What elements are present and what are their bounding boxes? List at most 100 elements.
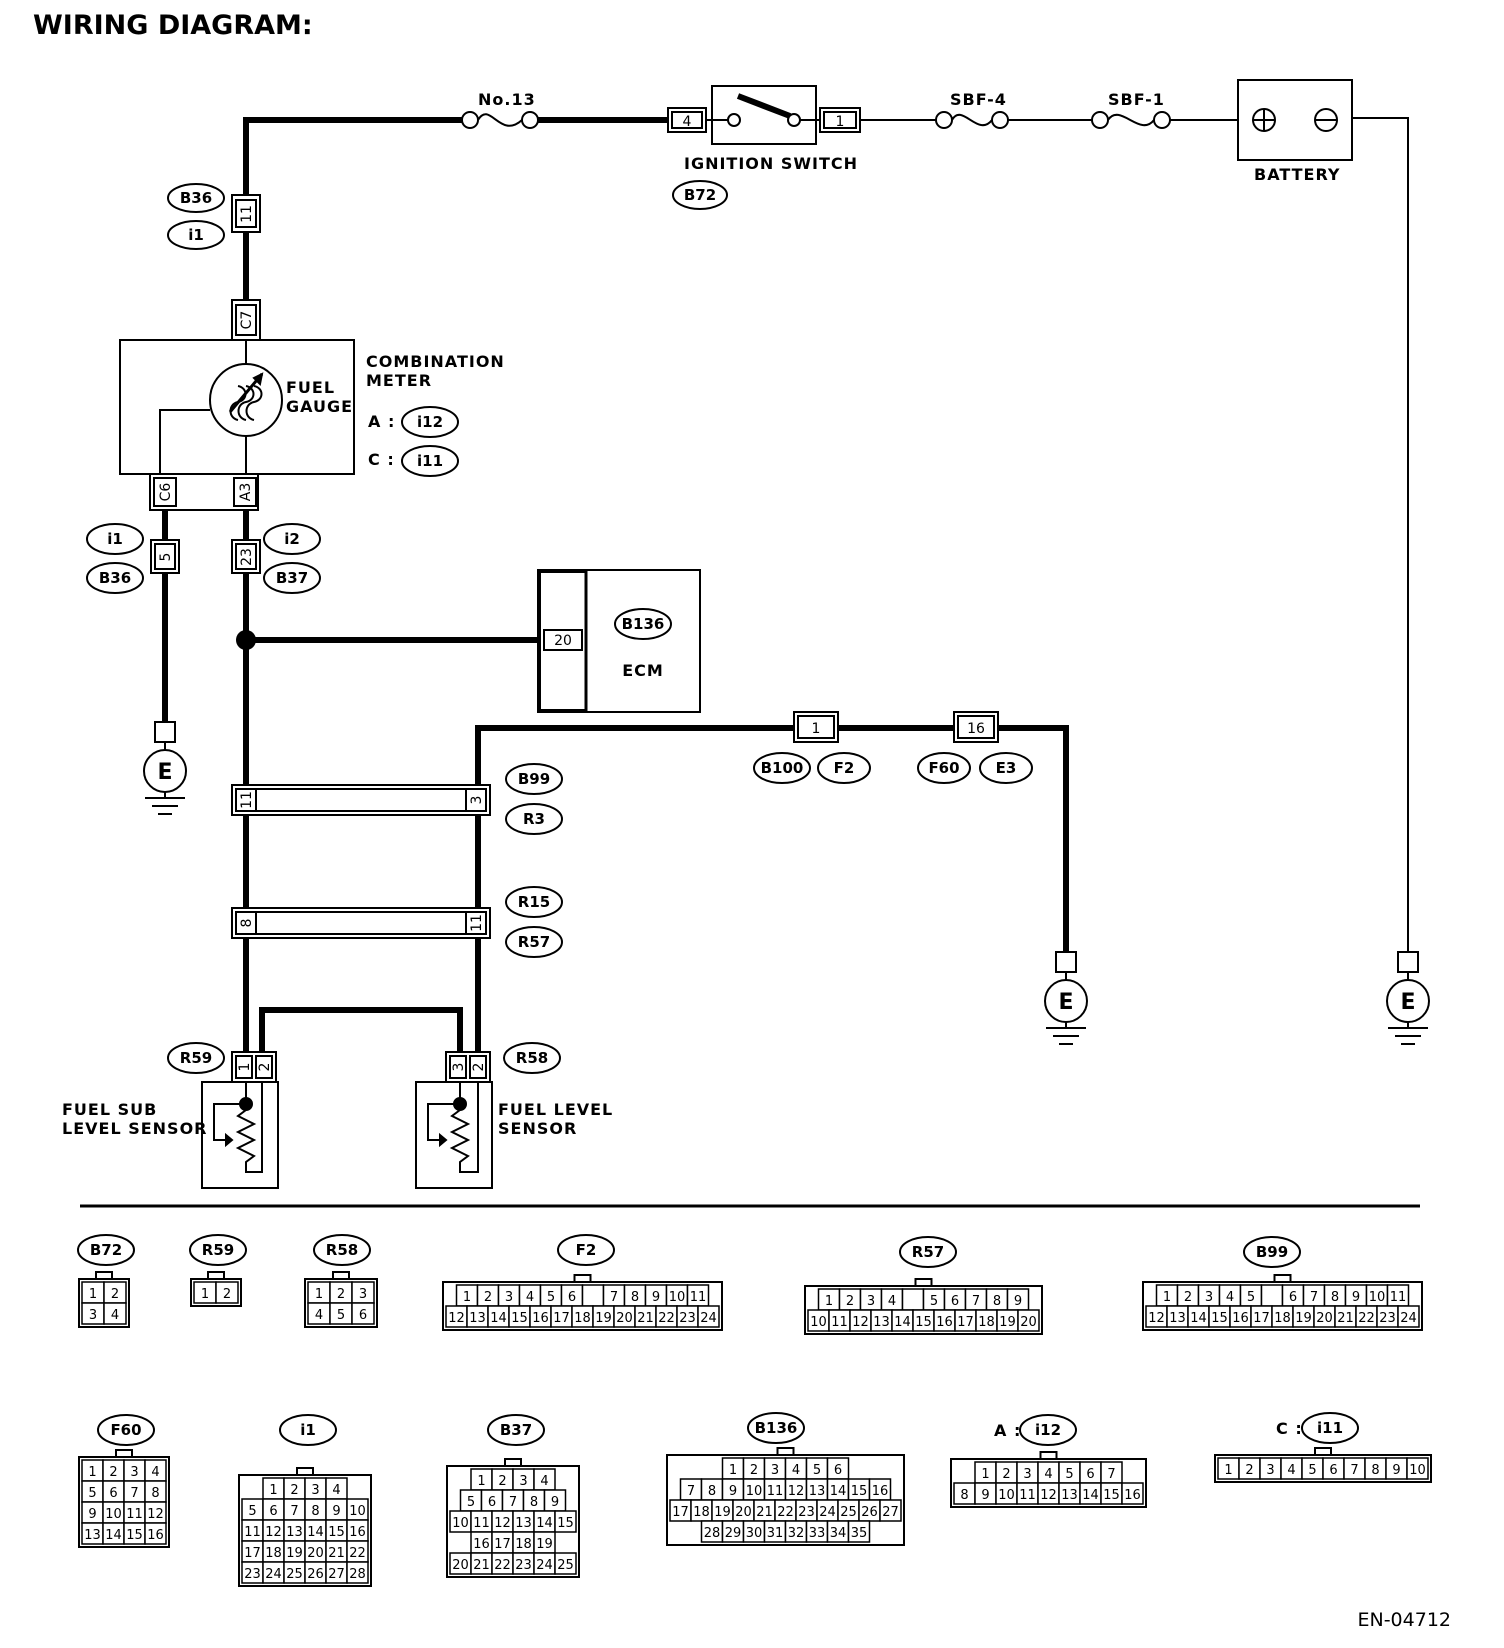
legend-cell-label: 1 <box>477 1474 485 1489</box>
oval-i1-mid-label: i1 <box>107 530 123 548</box>
legend-cell-label: 21 <box>1337 1311 1354 1326</box>
legend-oval-i11 <box>1301 1412 1359 1444</box>
legend-cell-label: 3 <box>1266 1463 1274 1478</box>
legend-cell-label: 17 <box>244 1546 261 1561</box>
legend-cell-label: 9 <box>1014 1294 1022 1309</box>
legend-cell-label: 5 <box>1247 1290 1255 1305</box>
legend-cell-label: 23 <box>679 1311 696 1326</box>
oval-i1-top-label: i1 <box>188 226 204 244</box>
legend-cell-label: 24 <box>1400 1311 1417 1326</box>
legend-cell-label: 7 <box>290 1504 298 1519</box>
legend-cell-label: 4 <box>332 1483 340 1498</box>
legend-cell-label: 12 <box>448 1311 465 1326</box>
legend-cell-label: 13 <box>286 1525 303 1540</box>
fuse-sbf4 <box>935 111 1009 129</box>
legend-cell-label: 3 <box>1023 1467 1031 1482</box>
oval-b36-top <box>167 183 225 213</box>
legend-cell-label: 34 <box>830 1526 847 1541</box>
legend-oval-label: B136 <box>755 1419 798 1437</box>
legend-cell-label: 21 <box>637 1311 654 1326</box>
legend-cell-label: 8 <box>530 1495 538 1510</box>
oval-i1-top <box>167 220 225 250</box>
legend-cell-label: 13 <box>1169 1311 1186 1326</box>
legend-oval-r59 <box>189 1234 247 1266</box>
fuel-sub-label-1: FUEL SUB <box>62 1100 157 1119</box>
ign-pin-4-label: 4 <box>683 114 692 130</box>
legend-cell-label: 20 <box>1316 1311 1333 1326</box>
legend-cell-label: 9 <box>981 1488 989 1503</box>
legend-cell-label: 1 <box>463 1290 471 1305</box>
fuel-sub-level-sensor <box>201 1081 279 1189</box>
legend-cell-label: 18 <box>693 1505 710 1520</box>
fuel-sub-label-2: LEVEL SENSOR <box>62 1119 208 1138</box>
legend-cell-label: 10 <box>746 1484 763 1499</box>
oval-i11-label: i11 <box>417 452 443 470</box>
pin-b100-1 <box>793 711 839 743</box>
pin-i2-23 <box>231 539 261 574</box>
legend-cell-label: 9 <box>652 1290 660 1305</box>
legend-latch <box>914 1278 933 1287</box>
legend-cell-label: 4 <box>151 1465 159 1480</box>
legend-cell-label: 7 <box>509 1495 517 1510</box>
pin-c6-label: C6 <box>158 483 174 502</box>
legend-cell-label: 3 <box>505 1290 513 1305</box>
oval-r57 <box>505 926 563 958</box>
junction-dot <box>236 630 256 650</box>
oval-b72 <box>672 180 728 210</box>
oval-f2 <box>817 752 871 784</box>
legend-cell-label: 33 <box>809 1526 826 1541</box>
fuel-level-label-1: FUEL LEVEL <box>498 1100 613 1119</box>
legend-cell-label: 19 <box>714 1505 731 1520</box>
ground-symbol-mid <box>1044 951 1088 1045</box>
pin-r15-left-label: 8 <box>239 919 255 928</box>
legend-cell-label: 20 <box>735 1505 752 1520</box>
legend-cell-label: 7 <box>687 1484 695 1499</box>
legend-cell-label: 9 <box>1352 1290 1360 1305</box>
legend-oval-label: i12 <box>1035 1421 1061 1439</box>
legend-cell-label: 18 <box>515 1537 532 1552</box>
legend-cell <box>554 1552 577 1575</box>
connector-r58 <box>445 1051 491 1083</box>
pin-r59-1-label: 1 <box>237 1063 253 1072</box>
legend-cell-label: 1 <box>88 1465 96 1480</box>
legend-cell-label: 20 <box>616 1311 633 1326</box>
legend-cell-label: 4 <box>526 1290 534 1305</box>
ground-right-label: E <box>1400 990 1415 1015</box>
legend-cell-label: 12 <box>788 1484 805 1499</box>
legend-cell-label: 19 <box>1295 1311 1312 1326</box>
legend-cell <box>581 1284 605 1307</box>
legend-cell-label: 2 <box>1184 1290 1192 1305</box>
legend-cell-label: 14 <box>307 1525 324 1540</box>
legend-cell-label: 2 <box>498 1474 506 1489</box>
pin-c7-label: C7 <box>239 311 255 330</box>
legend-cell-label: 14 <box>830 1484 847 1499</box>
oval-i12-label: i12 <box>417 413 443 431</box>
pin-r15-right-label: 11 <box>469 914 485 932</box>
legend-cell-label: 4 <box>315 1308 323 1323</box>
legend-cell-label: 5 <box>547 1290 555 1305</box>
legend-oval-f2 <box>557 1234 615 1266</box>
legend-prefix: C : <box>1276 1419 1303 1438</box>
legend-cell-label: 20 <box>1020 1315 1037 1330</box>
legend-cell-label: 17 <box>672 1505 689 1520</box>
oval-b36-mid-label: B36 <box>99 569 131 587</box>
legend-cell-label: 14 <box>894 1315 911 1330</box>
legend-cell-label: 19 <box>536 1537 553 1552</box>
oval-i2-mid-label: i2 <box>284 530 300 548</box>
ecm-pin-20-label: 20 <box>554 633 572 649</box>
legend-oval-label: i1 <box>300 1421 316 1439</box>
oval-r59 <box>167 1042 225 1074</box>
legend-cell-label: 1 <box>201 1287 209 1302</box>
legend-cell-label: 1 <box>729 1463 737 1478</box>
legend-cell-label: 6 <box>1289 1290 1297 1305</box>
legend-cell-label: 24 <box>265 1567 282 1582</box>
oval-r3 <box>505 803 563 835</box>
ign-pin-1 <box>819 107 861 133</box>
